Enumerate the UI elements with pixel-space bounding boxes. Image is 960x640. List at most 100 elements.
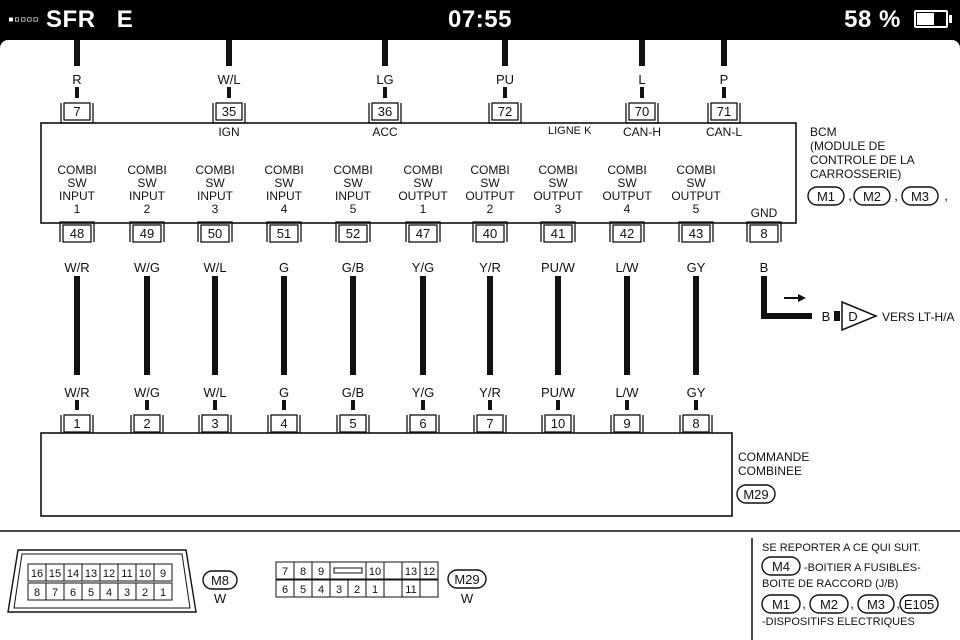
connector-pill-label: M3 bbox=[867, 597, 885, 612]
m29-pin-cell bbox=[419, 579, 439, 598]
m29-pin: 12 bbox=[423, 566, 435, 578]
pin-number: 50 bbox=[208, 226, 222, 241]
commande-pin: 3 bbox=[198, 414, 232, 436]
wire-color-top: G/B bbox=[342, 260, 364, 275]
pin-box bbox=[201, 414, 229, 433]
bcm-function-label: INPUT bbox=[335, 189, 372, 203]
bcm-function-label: SW bbox=[480, 176, 500, 190]
bcm-connector-ref: M3 bbox=[901, 186, 939, 206]
bcm-top-pin: 36 bbox=[368, 102, 402, 124]
bcm-function-label: SW bbox=[137, 176, 157, 190]
m29-connector-id: M29 bbox=[447, 569, 487, 589]
m29-pin: 4 bbox=[318, 584, 324, 596]
m29-pin: 10 bbox=[369, 566, 381, 578]
commande-combinee-box bbox=[40, 432, 733, 517]
bcm-name-line: CONTROLE DE LA bbox=[810, 153, 915, 167]
bcm-function-label: 2 bbox=[487, 202, 494, 216]
wire-color-bottom: W/L bbox=[203, 385, 226, 400]
connector-shell bbox=[59, 221, 95, 242]
commande-pin: 6 bbox=[406, 414, 440, 436]
bcm-function-label: INPUT bbox=[266, 189, 303, 203]
pin-number: 8 bbox=[760, 226, 767, 241]
connector-pill-label: M3 bbox=[911, 189, 929, 204]
bcm-module-box bbox=[40, 122, 797, 224]
m29-pin: 11 bbox=[405, 584, 416, 596]
connector-pill-shape bbox=[809, 594, 849, 614]
connector-shell bbox=[472, 221, 508, 242]
m8-pin: 1 bbox=[160, 587, 166, 599]
m8-pin: 15 bbox=[49, 568, 61, 580]
direction-arrow-icon bbox=[798, 294, 806, 302]
separator-comma: , bbox=[894, 188, 898, 203]
wire-color-bottom: L/W bbox=[615, 385, 639, 400]
bcm-connector-ref: M2 bbox=[853, 186, 891, 206]
bcm-function-label: OUTPUT bbox=[398, 189, 448, 203]
ground-terminal bbox=[834, 311, 840, 321]
bcm-function-label: 5 bbox=[693, 202, 700, 216]
connector-pill-label: M29 bbox=[743, 487, 768, 502]
pin-number: 41 bbox=[551, 226, 565, 241]
carrier-indicator: ▪▫▫▫▫ SFR E bbox=[8, 6, 133, 34]
bcm-top-pin-label: CAN-H bbox=[623, 125, 661, 139]
ligne-k-label: LIGNE K bbox=[548, 125, 592, 137]
bcm-function-label: SW bbox=[274, 176, 294, 190]
connector-pill-shape bbox=[736, 484, 776, 504]
pin-box bbox=[491, 102, 519, 121]
pin-number: 48 bbox=[70, 226, 84, 241]
wire-color-bottom: W/R bbox=[64, 385, 89, 400]
connector-pill-shape bbox=[899, 594, 939, 614]
pin-box bbox=[681, 224, 711, 243]
pin-number: 9 bbox=[623, 416, 630, 431]
bcm-function-label: SW bbox=[205, 176, 225, 190]
connector-pill-label: M2 bbox=[863, 189, 881, 204]
separator-comma: , bbox=[802, 596, 806, 611]
bcm-function-label: INPUT bbox=[129, 189, 166, 203]
m8-pin-cell bbox=[153, 582, 173, 601]
m29-pin: 1 bbox=[372, 584, 378, 596]
m8-pin: 16 bbox=[31, 568, 43, 580]
pin-number: 52 bbox=[346, 226, 360, 241]
connector-pill-shape bbox=[901, 186, 939, 206]
carrier-name: SFR bbox=[46, 6, 96, 33]
m29-pin: 9 bbox=[318, 566, 324, 578]
bcm-function-label: 2 bbox=[144, 202, 151, 216]
bcm-function-label: INPUT bbox=[59, 189, 96, 203]
signal-strength-icon: ▪▫▫▫▫ bbox=[8, 11, 39, 29]
wire-color-bottom: W/G bbox=[134, 385, 160, 400]
ref-connector: M1 bbox=[761, 594, 801, 614]
reference-header: SE REPORTER A CE QUI SUIT. bbox=[762, 542, 921, 554]
pin-number: 40 bbox=[483, 226, 497, 241]
connector-shell bbox=[707, 103, 741, 124]
bcm-name-line: (MODULE DE bbox=[810, 139, 885, 153]
commande-pin: 1 bbox=[60, 414, 94, 436]
connector-shell bbox=[609, 221, 645, 242]
pin-box bbox=[62, 224, 92, 243]
gnd-label: GND bbox=[751, 206, 778, 220]
connector-pill-label: M8 bbox=[211, 573, 229, 588]
bcm-function-label: 5 bbox=[350, 202, 357, 216]
bcm-function-label: SW bbox=[413, 176, 433, 190]
bcm-top-pin-label: ACC bbox=[372, 125, 398, 139]
commande-pin: 7 bbox=[473, 414, 507, 436]
bcm-function-label: 3 bbox=[555, 202, 562, 216]
bcm-top-pin: 7 bbox=[60, 102, 94, 124]
top-wire-color: W/L bbox=[217, 72, 240, 87]
pin-number: 71 bbox=[717, 104, 731, 119]
m8-pin: 14 bbox=[67, 568, 79, 580]
m8-pin: 2 bbox=[142, 587, 148, 599]
bcm-bottom-pin: 41 bbox=[540, 221, 576, 243]
battery-percent: 58 % bbox=[844, 6, 901, 33]
pin-number: 51 bbox=[277, 226, 291, 241]
connector-pill-label: M1 bbox=[817, 189, 835, 204]
pin-box bbox=[215, 102, 243, 121]
connector-shell bbox=[488, 103, 522, 124]
pin-number: 7 bbox=[73, 104, 80, 119]
m8-pin: 9 bbox=[160, 568, 166, 580]
pin-box bbox=[63, 414, 91, 433]
m29-pin-cell bbox=[383, 579, 403, 598]
connector-shell bbox=[405, 221, 441, 242]
